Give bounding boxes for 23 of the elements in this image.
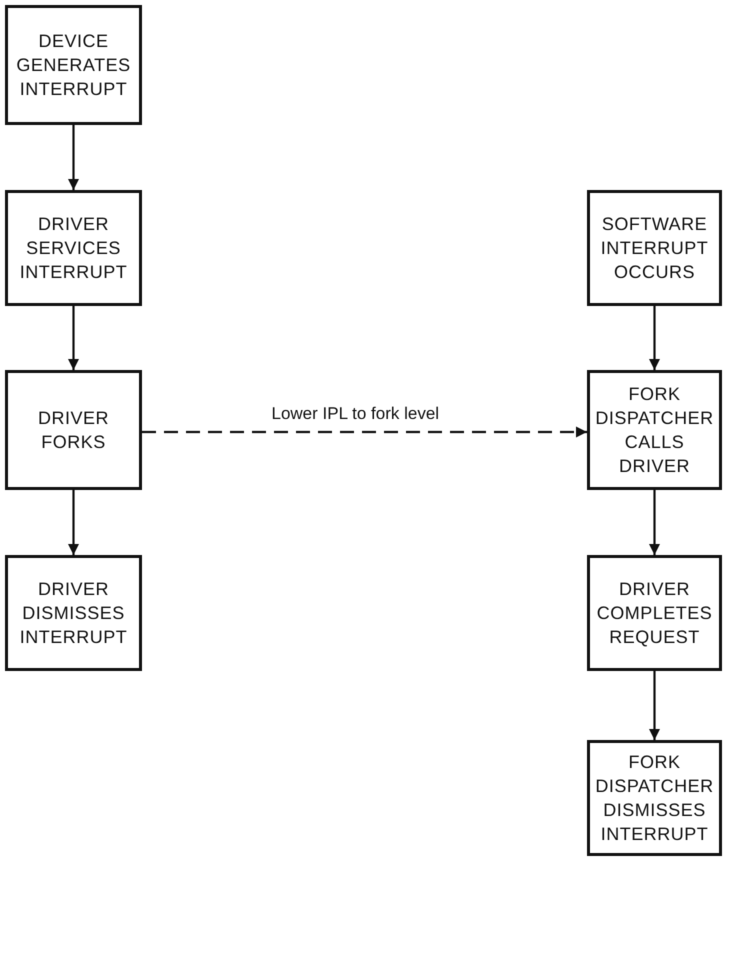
process-box [587,190,722,306]
arrow [68,125,79,190]
process-box [587,740,722,856]
box-text: SOFTWARE INTERRUPT OCCURS [600,213,710,284]
process-box [587,555,722,671]
box-text: DRIVER FORKS [36,407,110,454]
box-text: FORK DISPATCHER DISMISSES INTERRUPT [594,751,715,846]
box-text: DRIVER SERVICES INTERRUPT [18,213,128,284]
arrow [649,671,660,740]
arrow [68,490,79,555]
process-box [5,5,142,125]
arrow [649,306,660,370]
box-text: FORK DISPATCHER CALLS DRIVER [594,383,715,478]
box-text: DRIVER COMPLETES REQUEST [596,578,714,649]
process-box [5,555,142,671]
box-text: DEVICE GENERATES INTERRUPT [15,30,132,101]
process-box [5,190,142,306]
arrow [649,490,660,555]
box-text: DRIVER DISMISSES INTERRUPT [18,578,128,649]
dashed-arrow [142,426,587,438]
process-box [5,370,142,490]
process-box [587,370,722,490]
arrow [68,306,79,370]
